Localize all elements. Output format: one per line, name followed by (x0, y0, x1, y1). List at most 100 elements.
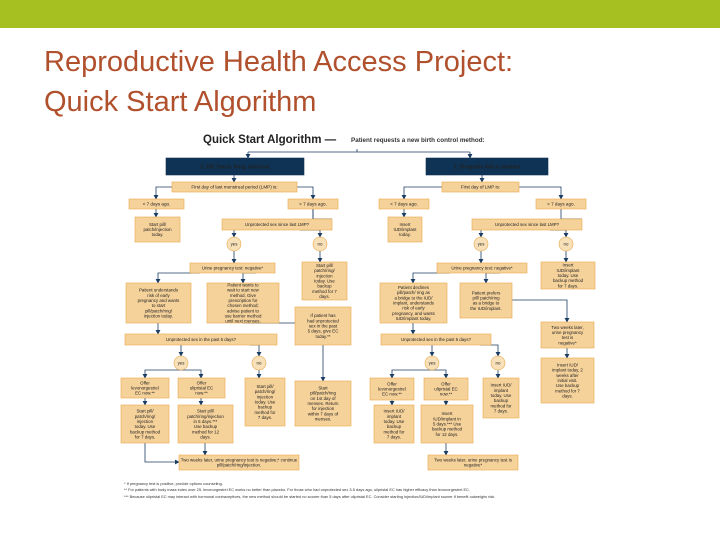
right-unprotected-lmp: Unprotected sex since last LMP? (471, 218, 583, 231)
right-lt7: < 7 days ago. (378, 198, 430, 210)
right-gt7-text: > 7 days ago. (547, 202, 575, 207)
slide-title-line-2: Quick Start Algorithm (44, 86, 317, 118)
slide-title: Reproductive Health Access Project: Quic… (44, 42, 684, 122)
right-lmp-text: First day of LMP is: (461, 185, 500, 190)
left-lmp: First day of last menstrual period (LMP)… (171, 181, 298, 193)
slide-title-line-1: Reproductive Health Access Project: (44, 46, 514, 78)
svg-text:yes: yes (429, 361, 437, 366)
left-unprotected5: Unprotected sex in the past 5 days? (124, 333, 278, 346)
right-lmp: First day of LMP is: (441, 181, 520, 193)
svg-text:yes: yes (231, 242, 239, 247)
left-lt7: < 7 days ago. (128, 198, 185, 210)
left-header: 1. Pill, Patch, Ring, Injection (165, 157, 305, 176)
algorithm-subtitle: Patient requests a new birth control met… (351, 137, 485, 144)
right-urine-text: Urine pregnancy test: negative* (451, 266, 513, 271)
right-yes: yes (473, 236, 489, 252)
left-lt7-text: < 7 days ago. (143, 202, 171, 207)
left-yes2: yes (173, 355, 189, 371)
left-header-text: 1. Pill, Patch, Ring, Injection (200, 164, 269, 170)
right-gt7: > 7 days ago. (535, 198, 587, 210)
left-two-weeks-text: Two weeks later, urine pregnancy test is… (181, 457, 298, 467)
right-unprotected-lmp-text: Unprotected sex since last LMP? (495, 222, 560, 227)
left-unprotected-lmp: Unprotected sex since last LMP? (221, 218, 333, 231)
left-two-weeks: Two weeks later, urine pregnancy test is… (178, 454, 300, 471)
left-unprotected5-text: Unprotected sex in the past 5 days? (166, 337, 237, 342)
svg-text:yes: yes (178, 361, 186, 366)
right-yes2: yes (424, 355, 440, 371)
footnote-1: * If pregnancy test is positive, provide… (124, 481, 223, 486)
right-unprotected5: Unprotected sex in the past 5 days? (380, 333, 492, 346)
right-two-weeks-b-text: Two weeks later, urine pregnancy test is… (434, 457, 513, 467)
svg-text:no: no (318, 242, 323, 247)
left-gt7-text: > 7 days ago. (299, 202, 327, 207)
right-unprotected5-text: Unprotected sex in the past 5 days? (401, 337, 472, 342)
right-two-weeks-b: Two weeks later, urine pregnancy test is… (427, 454, 519, 471)
right-no2: no (490, 355, 506, 371)
footnote-2: ** For patients with body mass index ove… (124, 487, 470, 493)
right-urine: Urine pregnancy test: negative* (436, 262, 528, 274)
left-unprotected-lmp-text: Unprotected sex since last LMP? (245, 222, 310, 227)
accent-bar (0, 0, 720, 28)
svg-text:no: no (496, 361, 501, 366)
left-no: no (312, 236, 328, 252)
footnotes: * If pregnancy test is positive, provide… (124, 481, 604, 500)
right-lt7-text: < 7 days ago. (390, 202, 418, 207)
algorithm-title: Quick Start Algorithm — (203, 134, 337, 146)
svg-text:no: no (564, 242, 569, 247)
footnote-3: *** Because ulipristal EC may interact w… (124, 493, 496, 499)
svg-text:yes: yes (478, 242, 486, 247)
right-no: no (558, 236, 574, 252)
left-urine: Urine pregnancy test: negative* (189, 262, 276, 274)
left-no2: no (251, 355, 267, 371)
svg-text:no: no (257, 361, 262, 366)
left-yes: yes (226, 236, 242, 252)
left-urine-text: Urine pregnancy test: negative* (202, 266, 264, 271)
left-lmp-text: First day of last menstrual period (LMP)… (191, 185, 277, 190)
right-header-text: 2. Progestin IUD or Implant (454, 164, 521, 170)
